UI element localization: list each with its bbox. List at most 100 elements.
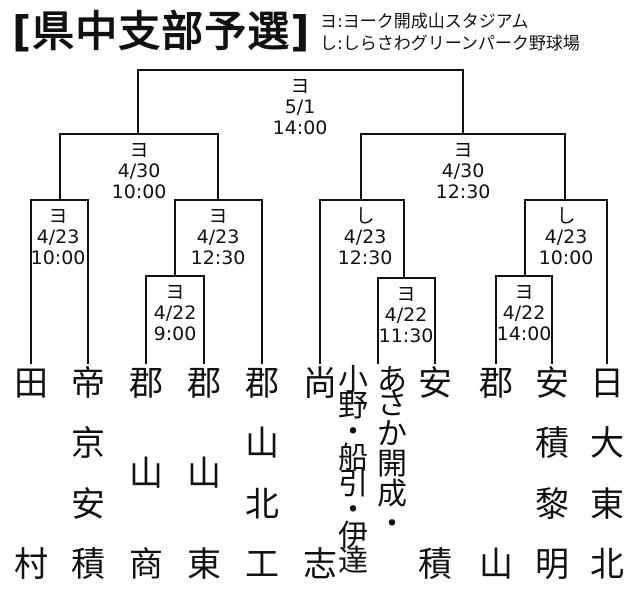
team-entry: 尚志 — [298, 364, 342, 589]
bracket-line-semi-right — [360, 133, 566, 200]
team-name-char: か — [377, 417, 407, 452]
match-time: 12:30 — [435, 181, 491, 203]
bracket-line-qf-2 — [174, 199, 263, 364]
team-name-char: ・ — [377, 507, 407, 542]
bracket-line-r1-3 — [495, 275, 553, 364]
venue-legend-yo: ヨ:ヨーク開成山スタジアム — [320, 12, 529, 32]
match-venue: ヨ — [129, 139, 149, 161]
team-name-char: 志 — [303, 545, 337, 585]
match-time: 12:30 — [190, 247, 246, 269]
match-venue: し — [556, 205, 576, 227]
match-time: 10:00 — [538, 247, 594, 269]
match-time: 14:00 — [496, 323, 552, 345]
team-name-char: 山 — [129, 454, 163, 494]
team-name-char: 船 — [338, 441, 368, 476]
team-entry: 郡山 — [474, 364, 518, 589]
team-name-char: 成 — [377, 477, 407, 512]
team-name-char: 京 — [71, 424, 105, 464]
team-name-char: さ — [377, 387, 407, 422]
team-name-char: 山 — [187, 454, 221, 494]
match-date: 4/30 — [117, 160, 161, 182]
team-entry: 郡山北工 — [240, 364, 284, 589]
team-name-char: 安 — [535, 364, 569, 404]
team-name-char: 伊 — [338, 519, 368, 554]
team-name-char: 小 — [338, 363, 368, 398]
team-name-char: 黎 — [535, 485, 569, 525]
match-venue: ヨ — [396, 283, 416, 305]
team-name-char: 尚 — [303, 364, 337, 404]
team-name-char: 村 — [14, 545, 48, 585]
team-name-char: 安 — [418, 364, 452, 404]
bracket-line-r1-1 — [145, 275, 205, 364]
team-name-char: 達 — [338, 544, 368, 579]
team-name-char: 東 — [187, 545, 221, 585]
match-time: 11:30 — [378, 325, 434, 347]
match-date: 4/22 — [153, 302, 197, 324]
match-time: 10:00 — [111, 181, 167, 203]
match-venue: ヨ — [453, 139, 473, 161]
team-name-char: 引 — [338, 467, 368, 502]
team-name-char: 郡 — [129, 364, 163, 404]
team-name-char: 山 — [245, 424, 279, 464]
match-date: 4/23 — [343, 226, 387, 248]
team-entry: 帝京安積 — [66, 364, 110, 589]
match-date: 4/23 — [36, 226, 80, 248]
team-name-char: 郡 — [187, 364, 221, 404]
team-name-char: 開 — [377, 447, 407, 482]
team-name-char: 北 — [245, 485, 279, 525]
team-name-char: 積 — [535, 424, 569, 464]
team-name-char: 安 — [71, 485, 105, 525]
match-time: 9:00 — [153, 323, 197, 345]
bracket-line-final — [137, 69, 464, 133]
team-name-char: 東 — [590, 485, 624, 525]
match-date: 4/23 — [544, 226, 588, 248]
match-date: 5/1 — [284, 96, 316, 118]
match-date: 4/22 — [384, 304, 428, 326]
team-entry: 郡山商 — [124, 364, 168, 589]
bracket-line-qf-3 — [319, 199, 405, 364]
match-venue: ヨ — [290, 75, 310, 97]
team-name-char: あ — [377, 363, 407, 398]
match-venue: ヨ — [48, 205, 68, 227]
team-name-char: 工 — [245, 545, 279, 585]
team-name-char: 積 — [71, 545, 105, 585]
team-name-char: 北 — [590, 545, 624, 585]
match-venue: ヨ — [208, 205, 228, 227]
match-time: 14:00 — [272, 117, 328, 139]
team-name-char: 日 — [590, 364, 624, 404]
team-name-char: 野 — [338, 389, 368, 424]
team-name-char: ・ — [338, 415, 368, 450]
team-name-char: ・ — [338, 493, 368, 528]
match-time: 10:00 — [30, 247, 86, 269]
team-name-char: 郡 — [245, 364, 279, 404]
match-date: 4/30 — [441, 160, 485, 182]
match-time: 12:30 — [337, 247, 393, 269]
team-entry: あさか開成・ — [370, 364, 414, 589]
team-name-char: 山 — [479, 545, 513, 585]
team-name-char: 商 — [129, 545, 163, 585]
team-name-char: 田 — [14, 364, 48, 404]
match-venue: し — [355, 205, 375, 227]
match-date: 4/23 — [196, 226, 240, 248]
team-entry: 田村 — [9, 364, 53, 589]
bracket-line-r1-2 — [377, 277, 436, 364]
team-name-char: 大 — [590, 424, 624, 464]
match-date: 4/22 — [502, 302, 546, 324]
bracket-title: [県中支部予選] — [12, 7, 311, 56]
bracket-line-semi-left — [59, 133, 219, 200]
team-name-char: 帝 — [71, 364, 105, 404]
match-venue: ヨ — [514, 281, 534, 303]
team-entry: 安積黎明 — [530, 364, 574, 589]
team-name-char: 積 — [418, 545, 452, 585]
match-venue: ヨ — [165, 281, 185, 303]
